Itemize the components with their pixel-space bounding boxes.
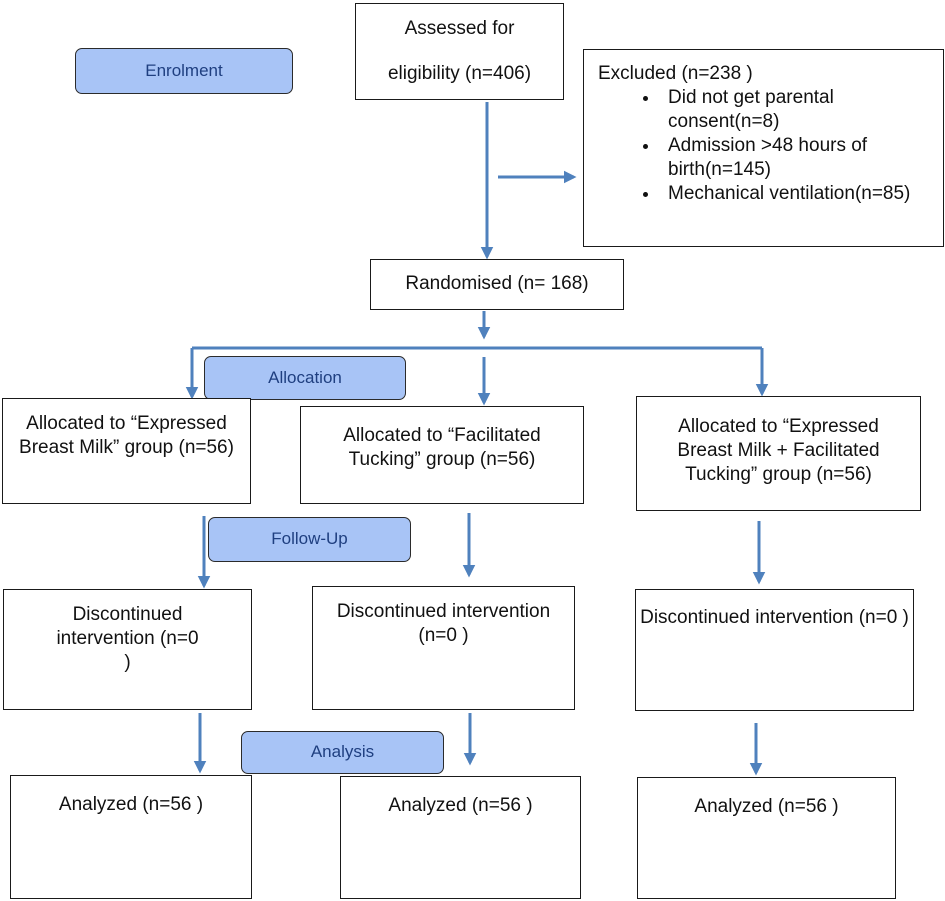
analyzed-box-3: Analyzed (n=56 ) <box>637 777 896 899</box>
discontinued-label: Discontinued intervention (n=0 ) <box>640 607 909 628</box>
analyzed-label: Analyzed (n=56 ) <box>694 796 839 817</box>
exclusion-reason: Admission >48 hours of birth(n=145) <box>660 134 943 182</box>
assessed-line2: eligibility (n=406) <box>387 63 532 84</box>
exclusion-reason: Mechanical ventilation(n=85) <box>660 182 943 206</box>
analyzed-box-2: Analyzed (n=56 ) <box>340 776 581 899</box>
stage-enrolment: Enrolment <box>75 48 293 94</box>
discontinued-box-3: Discontinued intervention (n=0 ) <box>635 589 914 711</box>
discontinued-box-1: Discontinued intervention (n=0 ) <box>3 589 252 710</box>
exclusion-reason: Did not get parental consent(n=8) <box>660 86 943 134</box>
analyzed-box-1: Analyzed (n=56 ) <box>10 775 252 899</box>
stage-analysis: Analysis <box>241 731 444 774</box>
analyzed-label: Analyzed (n=56 ) <box>58 794 204 815</box>
analyzed-label: Analyzed (n=56 ) <box>388 795 533 816</box>
allocated-box-2: Allocated to “Facilitated Tucking” group… <box>300 406 584 504</box>
stage-allocation: Allocation <box>204 356 406 400</box>
excluded-title: Excluded (n=238 ) <box>598 63 753 84</box>
stage-follow-up: Follow-Up <box>208 517 411 562</box>
allocated-box-1: Allocated to “Expressed Breast Milk” gro… <box>2 398 251 504</box>
assessed-box: Assessed for eligibility (n=406) <box>355 3 564 100</box>
discontinued-label: Discontinued intervention (n=0 ) <box>56 604 199 673</box>
allocated-label: Allocated to “Facilitated Tucking” group… <box>343 425 541 470</box>
exclusion-reasons: Did not get parental consent(n=8) Admiss… <box>598 86 943 206</box>
allocated-label: Allocated to “Expressed Breast Milk + Fa… <box>677 416 880 485</box>
allocated-box-3: Allocated to “Expressed Breast Milk + Fa… <box>636 396 921 511</box>
assessed-line1: Assessed for <box>404 18 515 39</box>
discontinued-label: Discontinued intervention (n=0 ) <box>336 601 551 646</box>
randomised-box: Randomised (n= 168) <box>370 259 624 310</box>
randomised-label: Randomised (n= 168) <box>405 273 589 294</box>
discontinued-box-2: Discontinued intervention (n=0 ) <box>312 586 575 710</box>
allocated-label: Allocated to “Expressed Breast Milk” gro… <box>19 413 234 458</box>
excluded-box: Excluded (n=238 ) Did not get parental c… <box>583 49 944 247</box>
